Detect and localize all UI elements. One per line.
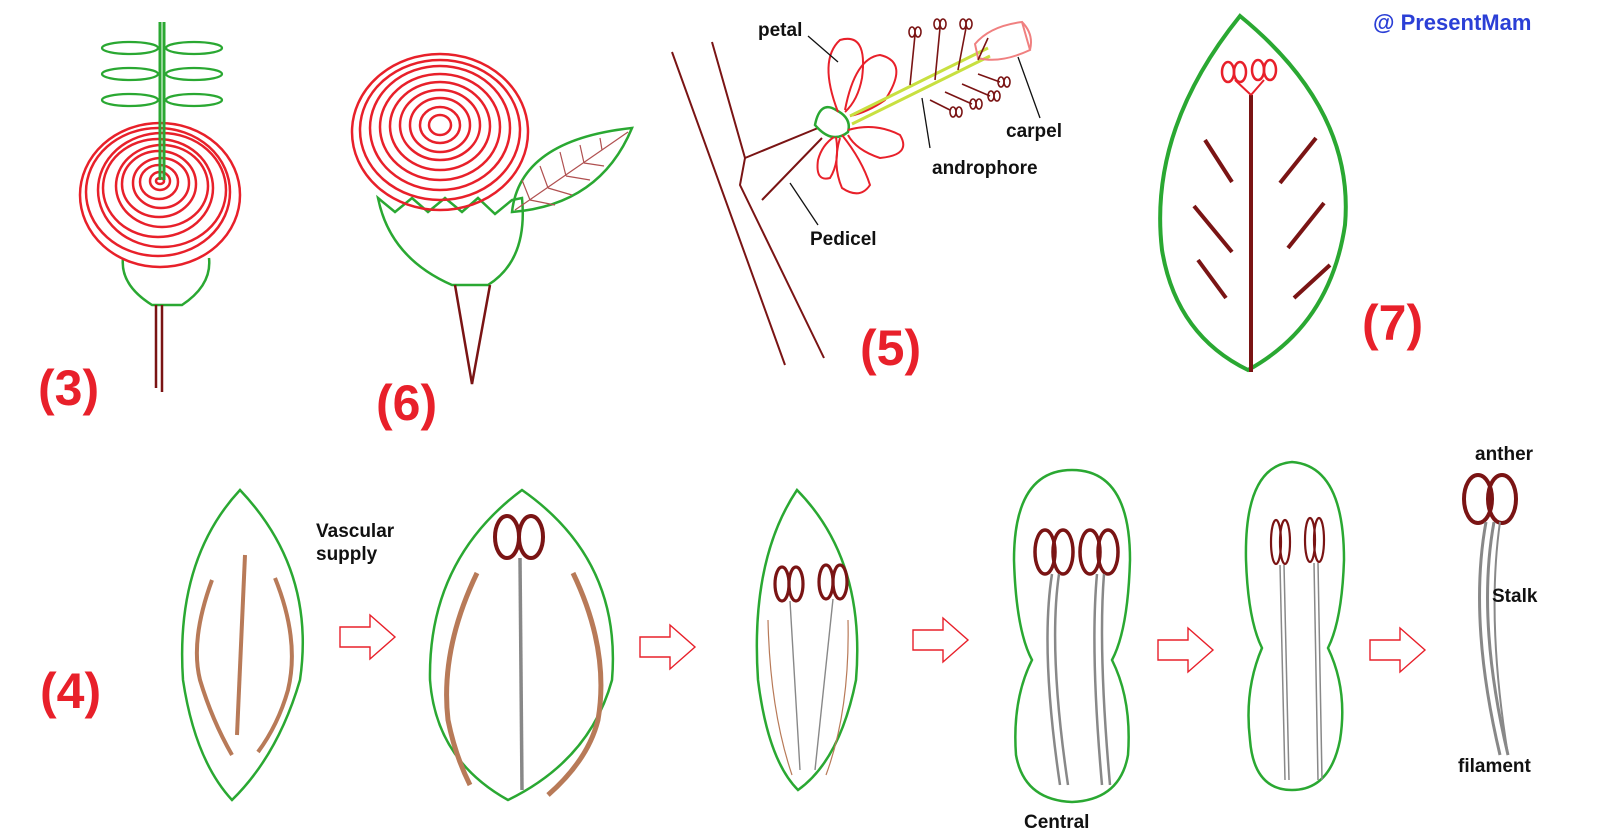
arrow-3 <box>912 616 970 664</box>
figure-5-main-stem <box>671 41 825 366</box>
stage-4-constricted: Central <box>1012 468 1132 833</box>
stage-3-narrow-leaf <box>755 488 859 792</box>
arrow-4 <box>1157 626 1215 674</box>
label-central: Central <box>1024 812 1089 833</box>
figure-6-leaf <box>510 126 634 214</box>
figure-7-anthers <box>1220 58 1278 84</box>
figure-6-pedicel <box>453 284 492 385</box>
credit-watermark: @ PresentMam <box>1373 10 1531 35</box>
figure-7-number: (7) <box>1362 295 1423 351</box>
figure-6-leaf-veins <box>514 131 629 211</box>
arrow-1 <box>339 613 397 661</box>
figure-6-spiral-petals <box>350 52 530 212</box>
label-stalk: Stalk <box>1492 586 1538 607</box>
figure-3-leaflets <box>100 40 224 108</box>
figure-5-calyx <box>813 105 850 139</box>
figure-6-calyx <box>376 194 524 287</box>
stage-2-leaf-anther <box>428 488 615 802</box>
figure-5-carpel <box>973 20 1032 61</box>
figure-7-side-veins <box>1192 136 1332 300</box>
figure-3-pedicel <box>154 305 164 392</box>
figure-5-androphore-flower: petal carpel androphore Pedicel (5) <box>671 18 1062 376</box>
figure-7-staminal-leaf: (7) <box>1158 13 1423 373</box>
figure-3-rose-spiral: (3) <box>38 22 242 416</box>
figure-7-leaf-outline <box>1158 13 1348 373</box>
figure-5-stamens <box>908 18 1011 118</box>
label-pedicel: Pedicel <box>810 229 877 250</box>
arrow-5 <box>1369 626 1427 674</box>
label-anther: anther <box>1475 444 1534 465</box>
figure-5-petals <box>816 37 905 195</box>
figure-6-number: (6) <box>376 375 437 431</box>
stage-6-stamen: anther Stalk filament <box>1458 444 1538 777</box>
stage-1-leaf-vascular: Vascular supply <box>180 488 395 802</box>
figure-5-androphore-column <box>849 46 991 126</box>
figure-3-number: (3) <box>38 360 99 416</box>
label-vascular-1: Vascular <box>316 521 395 542</box>
stage-5-narrow-constricted <box>1244 460 1346 792</box>
figure-6-rose-foliaceous: (6) <box>350 52 634 431</box>
figure-3-axis <box>158 22 166 180</box>
label-petal: petal <box>758 20 802 41</box>
label-carpel: carpel <box>1006 121 1062 142</box>
figure-5-leader-lines <box>789 35 1041 226</box>
label-androphore: androphore <box>932 158 1038 179</box>
label-vascular-2: supply <box>316 544 378 565</box>
figure-4-number: (4) <box>40 663 101 719</box>
figure-3-calyx <box>121 257 211 307</box>
figure-5-branch <box>744 127 823 201</box>
arrow-2 <box>639 623 697 671</box>
figure-5-number: (5) <box>860 320 921 376</box>
label-filament: filament <box>1458 756 1532 777</box>
figure-4-stamen-evolution: (4) Vascular supply <box>40 444 1538 833</box>
